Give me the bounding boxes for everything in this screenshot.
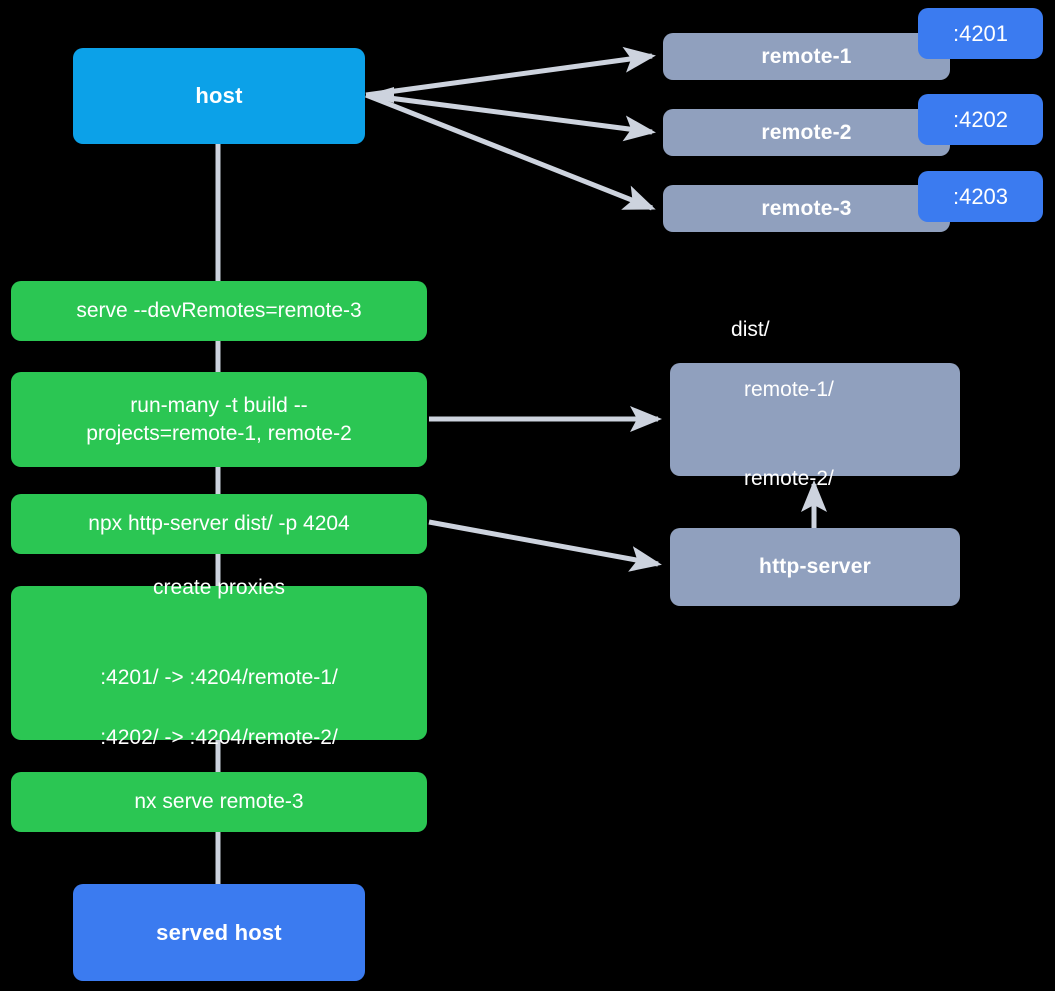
node-host-label: host — [195, 83, 243, 109]
create-proxies-content: create proxies :4201/ -> :4204/remote-1/… — [11, 544, 427, 783]
port-badge-remote-1-label: :4201 — [952, 20, 1009, 46]
create-proxies-title: create proxies — [153, 576, 285, 600]
dist-folder-child-2: remote-2/ — [744, 467, 834, 491]
node-command-npx-http-server-label: npx http-server dist/ -p 4204 — [88, 512, 350, 536]
edge-host-to-remote-2 — [365, 92, 656, 142]
node-host[interactable]: host — [73, 48, 365, 144]
edge-host-to-remote-3 — [365, 92, 656, 211]
node-dist-folder[interactable]: dist/ remote-1/ remote-2/ — [670, 318, 960, 490]
port-badge-remote-3-label: :4203 — [952, 183, 1009, 209]
node-remote-3-label: remote-3 — [761, 196, 852, 220]
node-remote-1-label: remote-1 — [761, 44, 852, 68]
node-command-run-many-label: run-many -t build -- projects=remote-1, … — [86, 393, 352, 445]
dist-folder-root: dist/ — [731, 318, 770, 342]
edge-host-inbound-arrowhead — [366, 87, 394, 103]
node-remote-2-label: remote-2 — [761, 120, 852, 144]
port-badge-remote-2-label: :4202 — [952, 106, 1009, 132]
node-command-create-proxies[interactable]: create proxies :4201/ -> :4204/remote-1/… — [11, 576, 427, 749]
node-served-host[interactable]: served host — [73, 884, 365, 981]
node-http-server[interactable]: http-server — [670, 528, 960, 606]
port-badge-remote-1[interactable]: :4201 — [918, 8, 1043, 59]
create-proxies-mapping-2: :4202/ -> :4204/remote-2/ — [100, 725, 338, 749]
port-badge-remote-3[interactable]: :4203 — [918, 171, 1043, 222]
node-command-serve[interactable]: serve --devRemotes=remote-3 — [11, 281, 427, 341]
node-remote-1[interactable]: remote-1 — [663, 33, 950, 80]
port-badge-remote-2[interactable]: :4202 — [918, 94, 1043, 145]
node-command-nx-serve-remote-3-label: nx serve remote-3 — [134, 790, 304, 814]
edge-host-to-remote-1 — [365, 46, 656, 98]
node-command-npx-http-server[interactable]: npx http-server dist/ -p 4204 — [11, 494, 427, 554]
node-served-host-label: served host — [156, 919, 282, 945]
node-remote-2[interactable]: remote-2 — [663, 109, 950, 156]
node-remote-3[interactable]: remote-3 — [663, 185, 950, 232]
node-command-serve-label: serve --devRemotes=remote-3 — [76, 299, 362, 323]
create-proxies-mapping-1: :4201/ -> :4204/remote-1/ — [100, 666, 338, 690]
node-command-nx-serve-remote-3[interactable]: nx serve remote-3 — [11, 772, 427, 832]
edge-npx-to-httpserver — [428, 519, 662, 572]
node-command-run-many[interactable]: run-many -t build -- projects=remote-1, … — [11, 372, 427, 467]
node-http-server-label: http-server — [759, 555, 871, 579]
dist-folder-content: dist/ remote-1/ remote-2/ — [670, 285, 960, 553]
dist-folder-child-1: remote-1/ — [744, 377, 834, 401]
